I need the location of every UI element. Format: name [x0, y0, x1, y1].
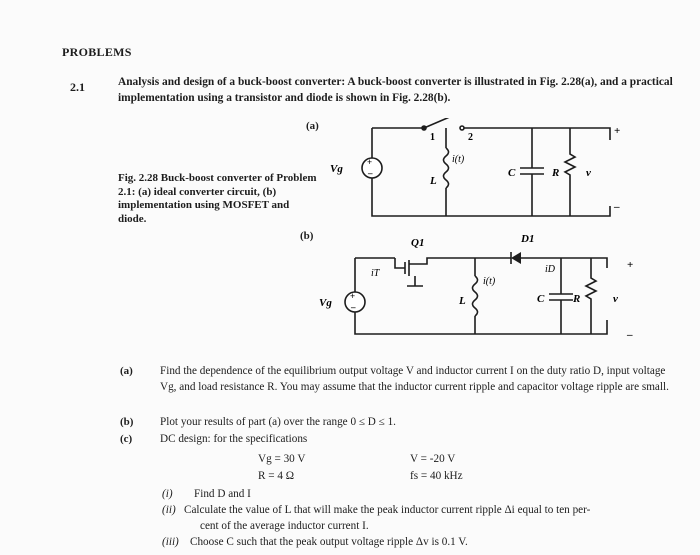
- subpart-ii-continued: cent of the average inductor current I.: [200, 520, 369, 532]
- problem-statement: Analysis and design of a buck-boost conv…: [118, 76, 673, 104]
- voltage-source-a: [361, 157, 383, 179]
- output-plus-b: +: [627, 259, 633, 271]
- circuit-b-label: (b): [300, 230, 314, 242]
- circuit-a-diagram: + – Vg 1 2 i(t) L C R v + –: [330, 118, 620, 217]
- circuit-b-diagram: + – Vg Q1 D1 iT iD i(t) L C R v + –: [319, 233, 633, 341]
- voltage-source-b: [344, 291, 366, 313]
- circuit-a-label: (a): [306, 120, 319, 132]
- subpart-i-tag: (i): [162, 488, 173, 500]
- svg-text:+: +: [350, 291, 355, 301]
- part-b-tag: (b): [120, 416, 134, 428]
- diode-symbol: [511, 252, 521, 264]
- part-a-text: Find the dependence of the equilibrium o…: [160, 365, 669, 393]
- capacitor-label-b: C: [537, 293, 545, 305]
- diode-label: D1: [520, 233, 534, 245]
- output-minus-a: –: [613, 201, 620, 213]
- subpart-ii-text: Calculate the value of L that will make …: [184, 504, 591, 516]
- inductor-label-a: L: [429, 175, 437, 187]
- svg-text:–: –: [350, 302, 356, 312]
- source-label-b: Vg: [319, 297, 332, 309]
- output-label-a: v: [586, 167, 591, 179]
- inductor-label-b: L: [458, 295, 466, 307]
- resistor-label-a: R: [551, 167, 559, 179]
- transistor-label: Q1: [411, 237, 424, 249]
- svg-text:–: –: [367, 168, 373, 178]
- figure-caption: Fig. 2.28 Buck-boost converter of Proble…: [118, 172, 317, 225]
- capacitor-label-a: C: [508, 167, 516, 179]
- spec-r: R = 4 Ω: [258, 470, 295, 482]
- diode-current-label: iD: [545, 264, 556, 275]
- output-label-b: v: [613, 293, 618, 305]
- svg-text:+: +: [367, 157, 372, 167]
- source-label-a: Vg: [330, 163, 343, 175]
- part-a-tag: (a): [120, 365, 133, 377]
- transistor-current-label: iT: [371, 268, 381, 279]
- current-label-b: i(t): [483, 276, 496, 287]
- problem-number: 2.1: [70, 80, 85, 94]
- output-minus-b: –: [626, 329, 633, 341]
- subpart-iii-text: Choose C such that the peak output volta…: [190, 536, 468, 548]
- part-c-text: DC design: for the specifications: [160, 433, 308, 445]
- part-c-tag: (c): [120, 433, 133, 445]
- switch-pos-2: 2: [468, 132, 473, 143]
- subpart-i-text: Find D and I: [194, 488, 251, 500]
- part-b-text: Plot your results of part (a) over the r…: [160, 416, 396, 428]
- current-label-a: i(t): [452, 154, 465, 165]
- resistor-label-b: R: [572, 293, 580, 305]
- spec-fs: fs = 40 kHz: [410, 470, 463, 482]
- switch-pos-1: 1: [430, 132, 435, 143]
- section-heading: PROBLEMS: [62, 45, 132, 59]
- subpart-iii-tag: (iii): [162, 536, 179, 548]
- spec-vg: Vg = 30 V: [258, 453, 306, 465]
- output-plus-a: +: [614, 125, 620, 137]
- spec-v: V = -20 V: [410, 453, 456, 465]
- subpart-ii-tag: (ii): [162, 504, 176, 516]
